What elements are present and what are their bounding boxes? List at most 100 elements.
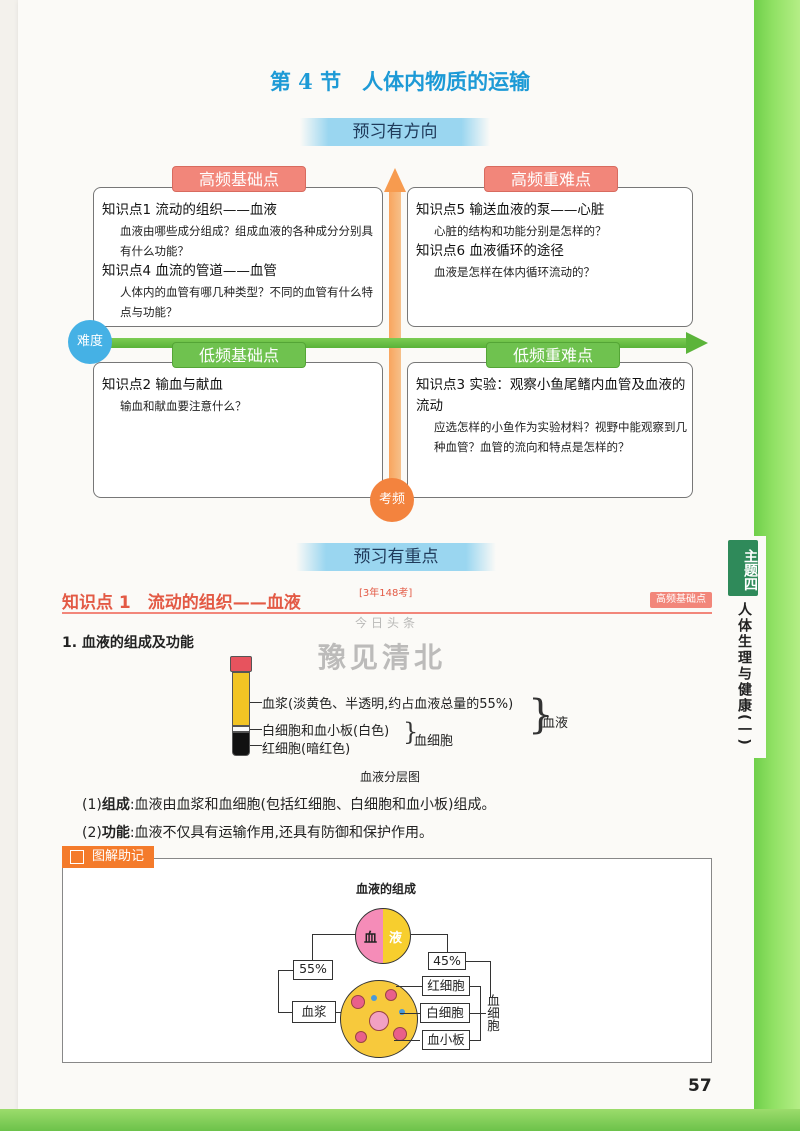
pie-right-label: 液 [388, 931, 402, 946]
rbc-label: 红细胞(暗红色) [262, 742, 351, 757]
connector [312, 934, 356, 936]
para-term: 功能 [101, 825, 130, 841]
blood-tube-illustration [230, 656, 252, 756]
wbc-layer [232, 726, 250, 732]
paragraph-function: (2)功能:血液不仅具有运输作用,还具有防御和保护作用。 [82, 822, 433, 842]
blood-pie-icon: 血 液 [355, 908, 411, 964]
point-text: 知识点4 血流的管道——血管 [102, 263, 277, 279]
pct-right-box: 45% [428, 952, 466, 970]
question-text: 血液是怎样在体内循环流动的？ [434, 265, 595, 279]
rbc-box: 红细胞 [422, 976, 470, 996]
connector [466, 961, 490, 963]
label-low-hard: 低频重难点 [486, 342, 620, 368]
green-bottom-edge [0, 1109, 800, 1131]
question-text: 心脏的结构和功能分别是怎样的？ [434, 224, 607, 238]
connector [490, 961, 492, 997]
para-text: :血液由血浆和血细胞(包括红细胞、白细胞和血小板)组成。 [129, 797, 496, 813]
leader-line [250, 702, 262, 703]
plasma-box: 血浆 [292, 1001, 336, 1023]
point-text: 知识点3 实验：观察小鱼尾鳍内血管及血液的流动 [416, 377, 686, 414]
diagram-tag: 图解助记 [62, 846, 155, 868]
frequency-axis-label: 考频 [370, 478, 414, 522]
difficulty-arrow-icon [686, 332, 708, 354]
connector [447, 934, 449, 954]
cells-brace: } [403, 718, 419, 746]
rbc-dot [355, 1031, 367, 1043]
page-number: 57 [688, 1076, 712, 1096]
point-text: 知识点1 流动的组织——血液 [102, 202, 277, 218]
frequency-tag: 高频基础点 [650, 592, 712, 608]
paragraph-composition: (1)组成:血液由血浆和血细胞(包括红细胞、白细胞和血小板)组成。 [82, 794, 495, 814]
connector [411, 934, 447, 936]
platelet-dot [399, 1009, 405, 1015]
question-text: 血液由哪些成分组成？组成血液的各种成分分别具有什么功能？ [120, 224, 373, 258]
difficulty-axis [90, 338, 690, 348]
header-underline [62, 612, 712, 614]
difficulty-axis-label: 难度 [68, 320, 112, 364]
pct-left-box: 55% [293, 960, 333, 980]
connector [400, 1013, 422, 1015]
diagram-tag-label: 图解助记 [92, 849, 145, 864]
platelet-box: 血小板 [422, 1030, 470, 1050]
pencil-icon [70, 850, 84, 864]
leader-line [250, 745, 262, 746]
banner-preview-key: 预习有重点 [296, 543, 496, 571]
rbc-dot [385, 989, 397, 1001]
para-term: 组成 [101, 797, 130, 813]
diagram-title: 血液的组成 [356, 882, 417, 896]
quadrant-low-hard: 知识点3 实验：观察小鱼尾鳍内血管及血液的流动 应选怎样的小鱼作为实验材料？视野… [407, 362, 693, 498]
exam-count-badge: [3年148考] [359, 588, 413, 599]
label-low-basic: 低频基础点 [172, 342, 306, 368]
para-index: (2) [82, 825, 102, 841]
connector [396, 986, 422, 988]
connector [394, 1040, 420, 1042]
section-title: 1. 血液的组成及功能 [62, 635, 194, 651]
connector [312, 934, 314, 960]
point-text: 知识点2 输血与献血 [102, 377, 223, 393]
wbc-box: 白细胞 [420, 1003, 470, 1023]
side-tab: 主题四 人体生理与健康(一) [728, 536, 766, 758]
para-text: :血液不仅具有运输作用,还具有防御和保护作用。 [129, 825, 434, 841]
rbc-layer [232, 732, 250, 756]
connector [278, 970, 293, 972]
leader-line [250, 729, 262, 730]
para-index: (1) [82, 797, 102, 813]
watermark-line2: 豫见清北 [318, 641, 447, 674]
chapter-title: 第 4 节 人体内物质的运输 [269, 69, 531, 94]
label-high-basic: 高频基础点 [172, 166, 306, 192]
blood-cells-icon [340, 980, 418, 1058]
connector [470, 986, 480, 988]
quadrant-low-basic: 知识点2 输血与献血 输血和献血要注意什么？ [93, 362, 383, 498]
cells-label: 血细胞 [414, 734, 454, 749]
rbc-dot [393, 1027, 407, 1041]
wbc-label: 白细胞和血小板(白色) [262, 724, 390, 739]
tube-caption: 血液分层图 [360, 770, 421, 784]
blood-label: 血液 [542, 716, 569, 731]
pie-left-label: 血 [364, 931, 378, 946]
label-high-hard: 高频重难点 [484, 166, 618, 192]
cells-vertical-label: 血细胞 [485, 994, 500, 1032]
connector [278, 1012, 292, 1014]
topic-label: 主题四 [728, 540, 758, 596]
point-text: 知识点6 血液循环的途径 [416, 243, 564, 259]
blood-brace: } [528, 692, 554, 738]
plasma-label: 血浆(淡黄色、半透明,约占血液总量的55%) [262, 697, 514, 712]
connector [278, 970, 280, 1012]
frequency-axis [389, 190, 401, 510]
kp-title: 知识点 1 流动的组织——血液 [62, 593, 301, 613]
connector [470, 1040, 480, 1042]
tube-cap [230, 656, 252, 672]
question-text: 应选怎样的小鱼作为实验材料？视野中能观察到几种血管？血管的流向和特点是怎样的？ [434, 420, 687, 454]
wbc-dot [369, 1011, 389, 1031]
question-text: 输血和献血要注意什么？ [120, 399, 247, 413]
frequency-arrow-icon [384, 168, 406, 192]
banner-preview-direction: 预习有方向 [300, 118, 490, 146]
connector [480, 1013, 486, 1015]
point-text: 知识点5 输送血液的泵——心脏 [416, 202, 605, 218]
quadrant-high-hard: 知识点5 输送血液的泵——心脏 心脏的结构和功能分别是怎样的？ 知识点6 血液循… [407, 187, 693, 327]
theme-label: 人体生理与健康(一) [736, 602, 752, 747]
connector [470, 1013, 480, 1015]
platelet-dot [371, 995, 377, 1001]
watermark-line1: 今日头条 [355, 616, 420, 630]
question-text: 人体内的血管有哪几种类型？不同的血管有什么特点与功能？ [120, 285, 373, 319]
